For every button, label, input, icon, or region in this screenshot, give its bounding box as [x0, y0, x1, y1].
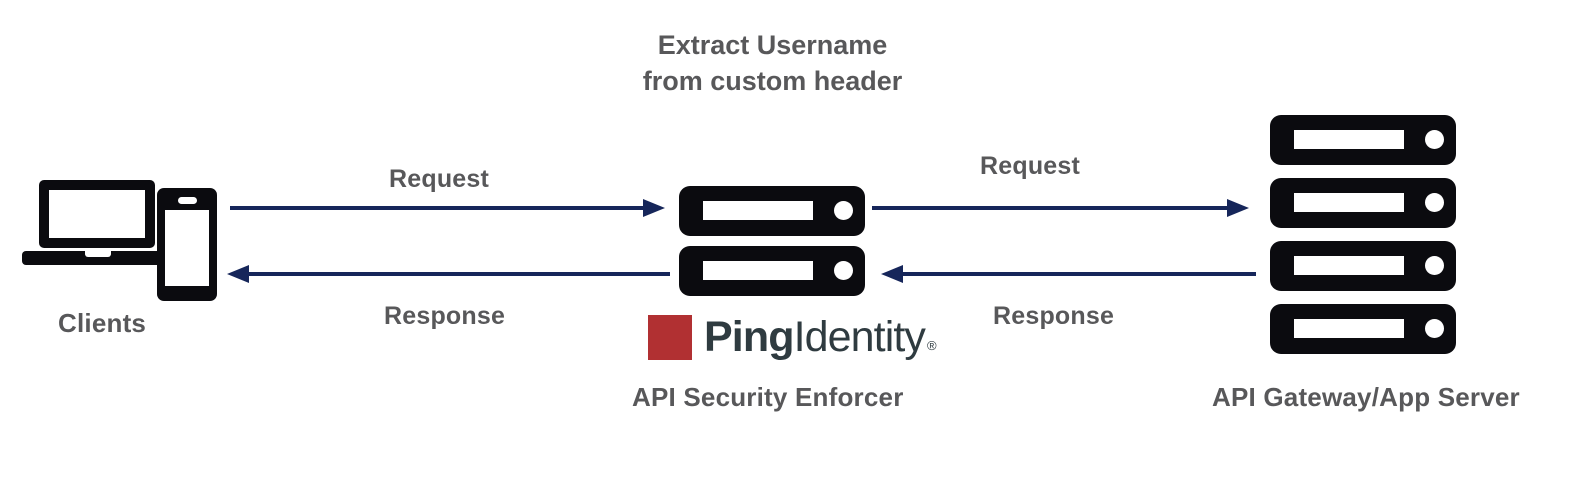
phone-icon [157, 188, 217, 301]
server-unit-bar [703, 261, 813, 280]
server-unit-bar [1294, 130, 1404, 149]
server-unit [1270, 178, 1456, 228]
arrow-ase-to-client-response [227, 265, 670, 283]
server-unit-led [1425, 256, 1444, 275]
laptop-icon [22, 180, 182, 265]
server-unit-led [834, 261, 853, 280]
server-unit-led [1425, 193, 1444, 212]
arrow-ase-to-gateway-request [872, 199, 1249, 217]
flow-label-ase-to-client-response: Response [384, 302, 506, 330]
laptop-notch [85, 251, 111, 257]
server-unit-bar [703, 201, 813, 220]
server-unit [1270, 304, 1456, 354]
node-clients [22, 180, 222, 305]
node-api-gateway-app-server [1270, 115, 1456, 354]
server-unit-led [1425, 319, 1444, 338]
ping-logo-word-identity: Identity [793, 312, 926, 361]
node-api-security-enforcer [679, 186, 865, 296]
server-unit [679, 246, 865, 296]
server-unit [1270, 115, 1456, 165]
flow-label-gateway-to-ase-response: Response [993, 302, 1115, 330]
annotation-line-1: Extract Username [657, 30, 888, 60]
server-unit [679, 186, 865, 236]
flow-label-client-to-ase-request: Request [389, 165, 490, 193]
laptop-base [22, 251, 180, 265]
phone-screen [165, 210, 209, 286]
annotation-line-2: from custom header [642, 65, 903, 96]
node-label-clients: Clients [58, 308, 147, 338]
server-unit-led [834, 201, 853, 220]
server-unit-bar [1294, 193, 1404, 212]
arrow-client-to-ase-request [230, 199, 665, 217]
flow-label-ase-to-gateway-request: Request [980, 152, 1081, 180]
annotation-extract-username: Extract Username from custom header [0, 28, 1545, 99]
node-label-api-gateway-app-server: API Gateway/App Server [1212, 382, 1520, 412]
ping-logo-mark-icon [648, 314, 692, 360]
server-unit-led [1425, 130, 1444, 149]
ping-logo-word-ping: Ping [704, 312, 794, 361]
arrow-gateway-to-ase-response [881, 265, 1256, 283]
server-unit-bar [1294, 256, 1404, 275]
laptop-screen [39, 180, 155, 248]
node-label-api-security-enforcer: API Security Enforcer [632, 382, 904, 412]
server-unit-bar [1294, 319, 1404, 338]
ping-logo-registered-mark: ® [927, 337, 937, 353]
phone-speaker [178, 197, 197, 204]
server-unit [1270, 241, 1456, 291]
